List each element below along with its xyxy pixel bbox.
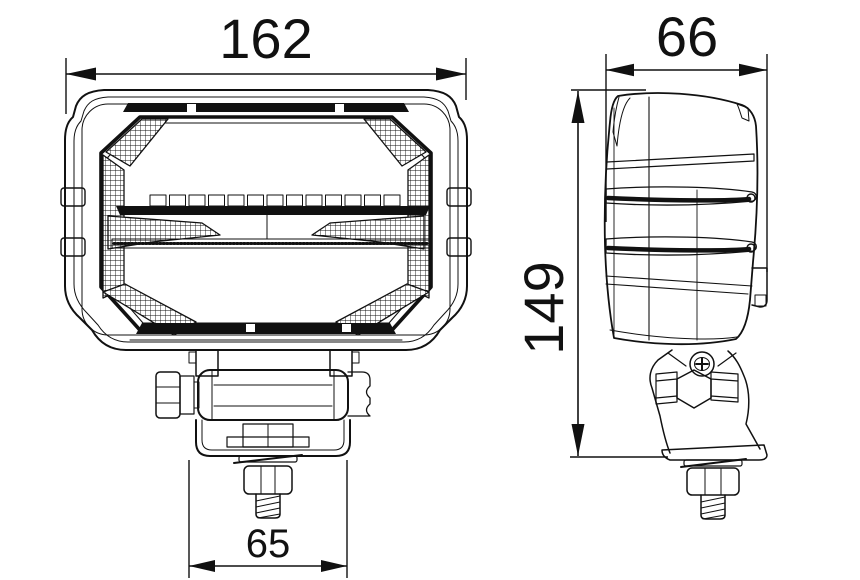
side-clamp-band-right: [710, 371, 739, 403]
side-view: [603, 92, 768, 520]
side-hex-nut: [686, 467, 740, 496]
side-lower-band: [605, 275, 753, 295]
side-connector-detail: [754, 294, 767, 307]
front-middle-lightbar: [116, 206, 430, 215]
side-pivot-screw: [689, 351, 715, 377]
side-fin-2-hook: [746, 243, 756, 253]
side-spring-washer: [680, 458, 747, 468]
front-top-lightbar: [123, 103, 409, 112]
bracket-pivot-cylinder: [197, 369, 349, 421]
dimension-annotations: 162 66 149 65: [65, 5, 768, 578]
dimension-bracket-width: 65: [188, 460, 348, 578]
side-threaded-stud: [700, 494, 726, 520]
dimension-label-side-depth: 66: [656, 5, 718, 68]
front-view: [60, 89, 472, 519]
side-pedestal-ears: [667, 352, 737, 367]
side-connector-block: [751, 267, 768, 308]
front-led-segment-row: [149, 194, 401, 207]
front-left-clip-upper: [60, 187, 86, 207]
side-pedestal-outline: [649, 349, 761, 454]
front-right-clip-lower: [446, 237, 472, 257]
mesh-bottom-right-wedge: [335, 283, 430, 336]
clamp-piece-right: [347, 371, 371, 417]
bracket-u-outer: [195, 419, 351, 457]
front-bottom-bar-tick-left: [246, 324, 255, 332]
dim-149-arrow-up: [571, 91, 585, 123]
side-step-band: [606, 153, 755, 170]
front-bottom-bar-tick-right: [342, 324, 351, 332]
dimension-overall-height: 149: [512, 89, 668, 458]
front-mounting-bracket: [155, 349, 371, 519]
mesh-top-right-wedge: [363, 118, 427, 167]
side-fin-1-core: [605, 195, 752, 203]
side-pivot-screw-cross-icon: [695, 357, 709, 371]
dim-66-arrow-right: [739, 63, 767, 77]
side-bottom-trim: [609, 329, 738, 340]
dimension-label-front-width: 162: [219, 7, 312, 70]
front-mesh-areas: [102, 118, 430, 336]
side-fin-1-outline: [605, 186, 757, 206]
front-hex-nut: [243, 465, 293, 495]
side-bracket-foot: [661, 444, 768, 461]
front-spring-washer: [233, 454, 303, 464]
mesh-top-left-wedge: [105, 118, 169, 167]
clamp-bolt-flange: [179, 375, 195, 415]
dim-66-arrow-left: [606, 63, 634, 77]
side-body-outline: [603, 92, 759, 346]
front-washer: [238, 455, 298, 463]
front-housing-outline: [64, 89, 468, 351]
dim-149-arrow-down: [571, 424, 585, 456]
front-threaded-stud: [255, 493, 281, 519]
clamp-bolt-neck: [193, 381, 200, 409]
dimension-front-width: 162: [65, 7, 467, 114]
side-fin-2-outline: [605, 236, 757, 256]
dimension-label-overall-height: 149: [512, 261, 575, 354]
bracket-hanger-tab-left: [188, 351, 197, 364]
side-stud-threads: [700, 496, 726, 520]
front-housing-inner-contour: [73, 96, 459, 343]
dimension-label-bracket-width: 65: [246, 522, 291, 566]
bracket-hanger-tab-right: [351, 351, 360, 364]
side-clamp-band-left: [655, 371, 678, 405]
dimension-side-depth: 66: [605, 5, 768, 272]
dim-162-arrow-right: [436, 67, 466, 81]
mesh-bottom-left-wedge: [102, 283, 197, 336]
dim-65-arrow-left: [189, 560, 215, 572]
bracket-u-inner: [201, 419, 345, 451]
side-top-corner-tab: [736, 103, 750, 122]
side-mounting-bracket: [649, 349, 768, 520]
front-stud-threads: [255, 495, 281, 519]
side-hex-clamp-bolt: [676, 369, 712, 409]
side-front-lip: [612, 96, 631, 147]
front-bottom-lightbar: [136, 323, 396, 334]
side-fin-1-hook: [746, 193, 756, 203]
clamp-bolt-head: [155, 371, 181, 419]
dim-162-arrow-left: [66, 67, 96, 81]
front-left-clip-lower: [60, 237, 86, 257]
front-top-lightbar-tick-left: [187, 104, 196, 112]
dim-65-arrow-right: [321, 560, 347, 572]
front-textured-band: [111, 238, 431, 249]
side-washer: [683, 459, 743, 467]
front-right-clip-upper: [446, 187, 472, 207]
side-fin-2-core: [605, 245, 752, 253]
bracket-hanger-left: [195, 349, 219, 377]
front-top-lightbar-tick-right: [335, 104, 344, 112]
